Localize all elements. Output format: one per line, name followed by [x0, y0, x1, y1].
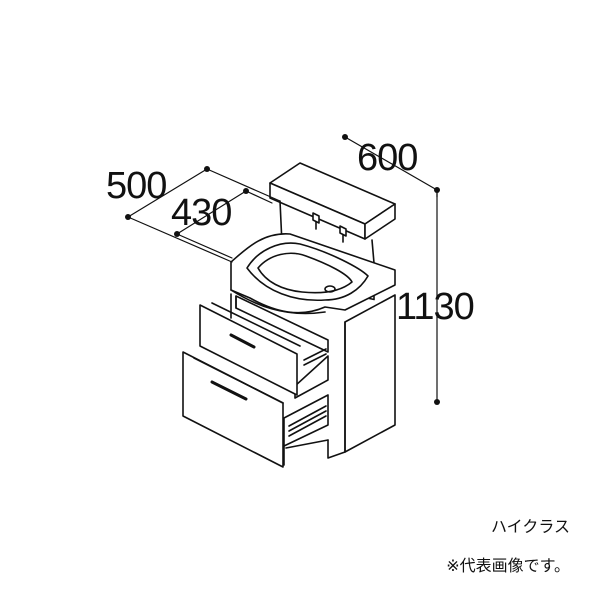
representative-image-note: ※代表画像です。: [446, 556, 570, 575]
lower-drawer: [182, 351, 329, 468]
depth-total-label: 500: [106, 165, 166, 207]
depth-counter-label: 430: [171, 192, 231, 234]
basin-counter: [230, 233, 396, 315]
cabinet-body: [230, 293, 396, 459]
width-label: 600: [357, 137, 417, 179]
height-label: 1130: [396, 286, 474, 328]
upper-drawer: [199, 295, 329, 399]
dimension-lines: [125, 134, 440, 405]
series-caption: ハイクラス: [490, 517, 570, 536]
